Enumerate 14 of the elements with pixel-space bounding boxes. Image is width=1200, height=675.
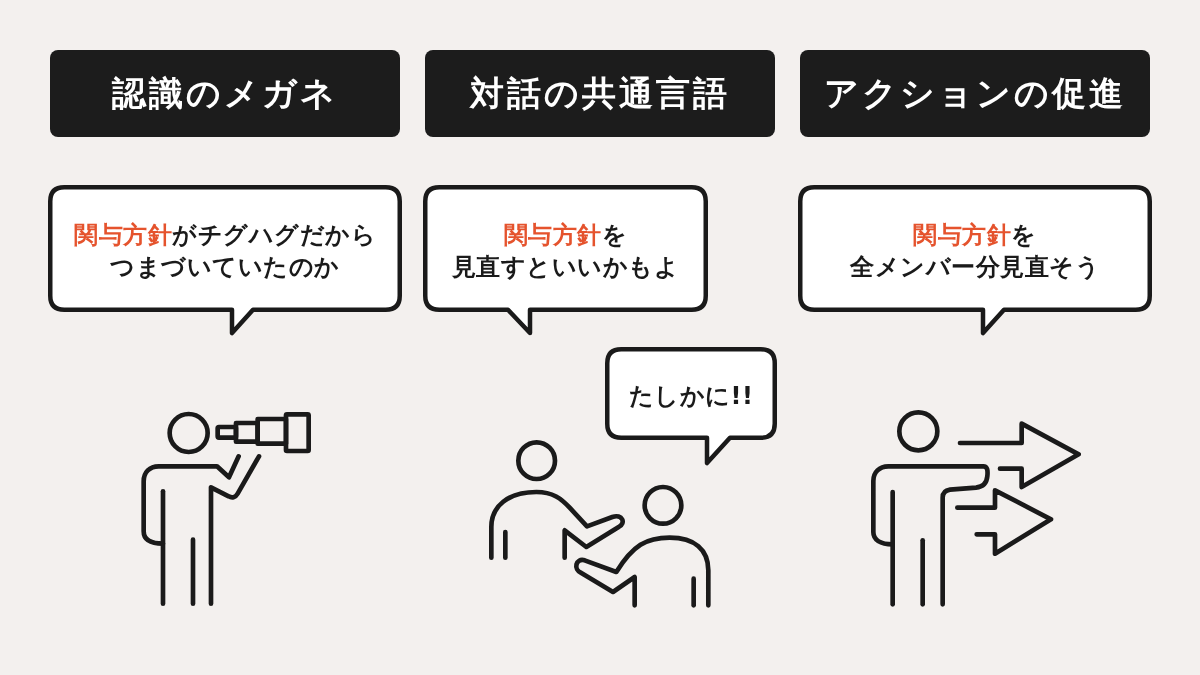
bubble-text: たしかに!!: [628, 380, 754, 412]
speech-bubble: [48, 185, 402, 335]
bubble-text: 関与方針がチグハグだからつまづいていたのか: [74, 219, 376, 283]
bubble-text: 関与方針を見直すといいかもよ: [451, 219, 680, 283]
heading-text: 対話の共通言語: [470, 73, 730, 114]
heading-text: 認識のメガネ: [112, 73, 338, 114]
heading-text: アクションの促進: [824, 73, 1126, 114]
speech-bubble: [423, 185, 708, 335]
heading-banner: [425, 50, 775, 137]
speech-bubble: [605, 347, 777, 465]
heading-banner: [800, 50, 1150, 137]
heading-banner: [50, 50, 400, 137]
speech-bubble: [798, 185, 1152, 335]
bubble-text: 関与方針を全メンバー分見直そう: [850, 219, 1100, 283]
